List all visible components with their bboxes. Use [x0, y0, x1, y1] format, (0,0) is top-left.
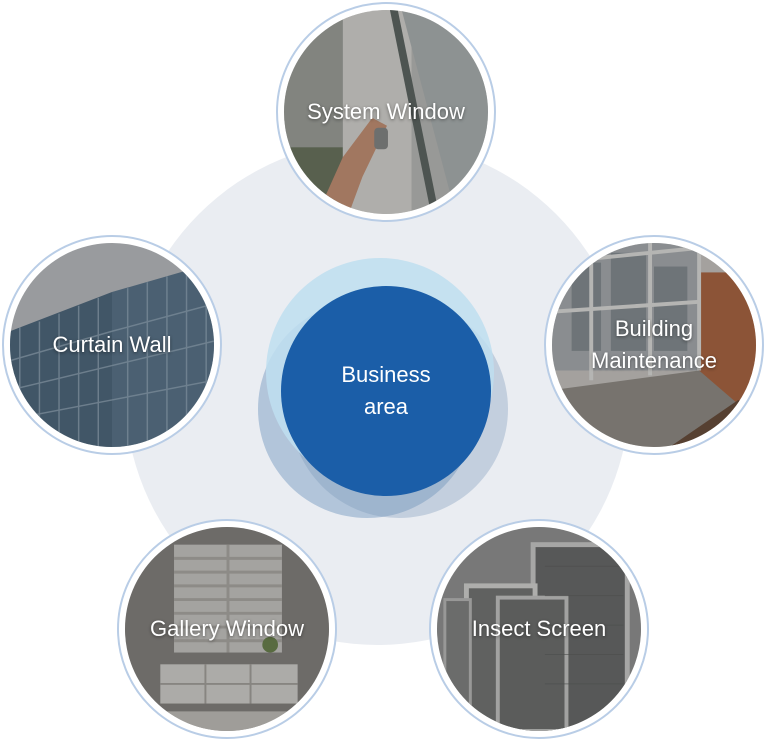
node-gallery-window[interactable]: Gallery Window: [117, 519, 337, 739]
center-label: Business area: [341, 362, 431, 419]
node-building-maintenance[interactable]: Building Maintenance: [544, 235, 764, 455]
node-label: System Window: [307, 99, 465, 124]
insect-screen-photo: [437, 527, 641, 731]
node-label: Insect Screen: [471, 616, 607, 641]
center-node: Business area: [281, 286, 491, 496]
node-system-window[interactable]: System Window: [276, 2, 496, 222]
node-label: Curtain Wall: [52, 332, 172, 357]
curtain-wall-photo: [10, 243, 214, 447]
building-maintenance-photo: [552, 243, 756, 447]
node-label: Gallery Window: [149, 616, 305, 641]
node-label: Building Maintenance: [591, 316, 717, 373]
node-curtain-wall[interactable]: Curtain Wall: [2, 235, 222, 455]
system-window-photo: [284, 10, 488, 214]
gallery-window-photo: [125, 527, 329, 731]
node-insect-screen[interactable]: Insect Screen: [429, 519, 649, 739]
